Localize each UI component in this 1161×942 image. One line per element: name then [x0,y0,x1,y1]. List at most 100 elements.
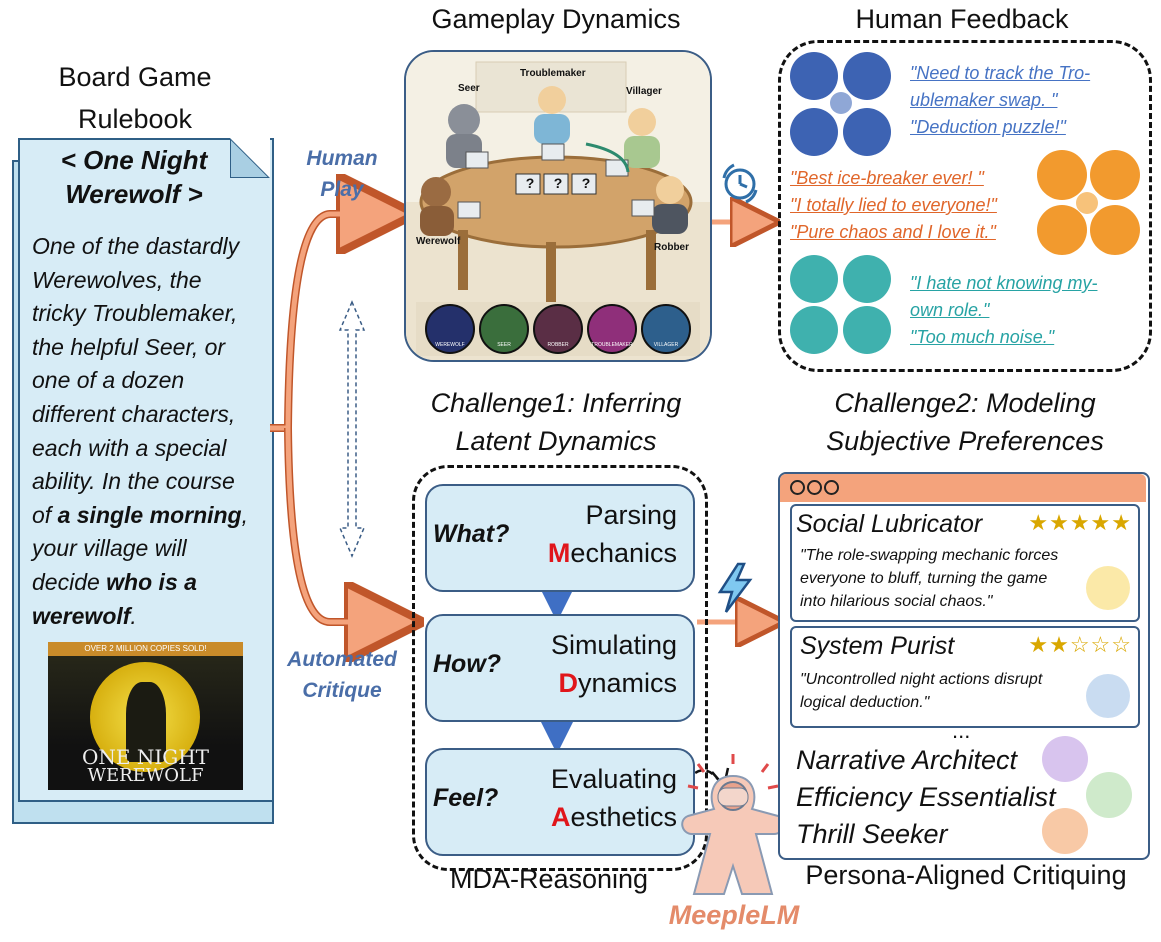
center-card [515,173,541,195]
quote-line: "The role-swapping mechanic forces [800,547,1059,564]
mda-caption: MDA-Reasoning [449,864,649,894]
feedback-panel [778,40,1152,372]
double-arrow-dashed [338,300,366,558]
role-card [541,143,565,161]
window-dot-icon[interactable] [824,480,839,495]
step-object: Aesthetics [551,802,677,833]
user-avatar-icon [843,52,891,100]
user-avatar-icon [790,255,838,303]
table-leg [546,242,556,312]
feedback-blue-group: "Need to track the Tro- ublemaker swap. … [910,60,1090,141]
user-avatar-icon [1037,205,1087,255]
page-fold-icon [230,138,270,178]
rule-text: , [241,501,248,528]
rule-line: of a single morning, [32,499,270,533]
automated-critique-label: Automated Critique [272,644,412,706]
game-name: < One Night Werewolf > [24,143,244,211]
automated-line2: Critique [302,679,382,702]
challenge2-line1: Challenge2: Modeling [834,388,1096,418]
stopwatch-icon [1086,772,1132,818]
role-label-troublemaker: Troublemaker [520,68,586,79]
persona-narrative-architect: Narrative Architect [796,745,1018,775]
feedback-title: Human Feedback [855,4,1069,34]
rule-text: decide [32,568,107,595]
human-play-line1: Human [306,147,378,170]
cover-title-line1: ONE NIGHT [81,745,209,769]
challenge1-line1: Challenge1: Inferring [430,388,682,418]
center-card-label: ? [525,175,535,191]
rule-line: different characters, [32,400,236,427]
feedback-quote: own role." [910,300,990,320]
feedback-quote: ublemaker swap. " [910,90,1058,110]
persona-name: System Purist [800,632,955,660]
persona-efficiency-essentialist: Efficiency Essentialist [796,782,1056,812]
feedback-teal-group: "I hate not knowing my- own role." "Too … [910,270,1097,351]
step-question: How? [433,650,502,678]
chat-bubbles-icon [1086,566,1130,610]
robber-token [533,304,583,354]
token-label: SEER [497,342,511,348]
step-object: Dynamics [558,668,677,699]
cover-title-line2: WEREWOLF [87,765,204,786]
feedback-quote: "Best ice-breaker ever! " [790,168,984,188]
rule-bold-text: werewolf [32,602,131,629]
rule-line: the helpful Seer, or [32,333,226,360]
stopwatch-icon [722,163,758,204]
cover-banner: OVER 2 MILLION COPIES SOLD! [48,642,243,656]
persona-ellipsis: ... [952,718,971,743]
feedback-quote: "Deduction puzzle!" [910,117,1066,137]
book-icon [1042,736,1088,782]
rule-line: One of the dastardly [32,233,240,259]
rule-line: ability. In the course [32,468,235,495]
rule-line: each with a special [32,434,227,461]
gear-icon [1086,674,1130,718]
window-dot-icon[interactable] [807,480,822,495]
persona-quote: "The role-swapping mechanic forces every… [800,544,1058,613]
rule-text: of [32,501,58,528]
role-label-robber: Robber [654,242,689,253]
dice-icon [1042,808,1088,854]
role-label-villager: Villager [626,86,662,97]
token-label: VILLAGER [653,342,679,348]
mda-step-aesthetics: Feel? Evaluating Aesthetics [425,748,695,856]
star-rating: ★★☆☆☆ [1028,632,1132,657]
table-leg [646,230,656,290]
step-question: Feel? [433,784,499,812]
window-dot-icon[interactable] [790,480,805,495]
user-avatar-icon [790,306,838,354]
center-card-label: ? [581,175,591,191]
token-label: WEREWOLF [435,342,465,348]
mda-step-dynamics: How? Simulating Dynamics [425,614,695,722]
swap-arrow [585,142,630,173]
rule-line: werewolf. [32,600,270,634]
step-object: Mechanics [548,538,677,569]
step-rest: echanics [570,538,677,568]
meeple-name: MeepleLM [668,900,800,930]
persona-name: Social Lubricator [796,510,983,538]
feedback-quote: "I totally lied to everyone!" [790,195,997,215]
rule-line: your village will [32,535,187,562]
rule-bold-text: who is a [106,568,197,595]
step-rest: esthetics [570,802,677,832]
werewolf-token [425,304,475,354]
user-avatar-icon [843,108,891,156]
role-label-werewolf: Werewolf [416,236,461,247]
role-card [631,199,655,217]
troublemaker-figure [538,86,566,114]
user-avatar-icon [790,52,838,100]
gameplay-title: Gameplay Dynamics [431,4,681,34]
star-rating: ★★★★★ [1028,510,1132,535]
rule-line: decide who is a [32,566,270,600]
user-avatar-icon [1090,150,1140,200]
seer-token [479,304,529,354]
persona-quote: "Uncontrolled night actions disrupt logi… [800,668,1042,714]
feedback-quote: "Need to track the Tro- [910,63,1091,83]
challenge1-line2: Latent Dynamics [455,426,657,456]
automated-line1: Automated [287,648,397,671]
persona-thrill-seeker: Thrill Seeker [796,819,948,849]
feedback-orange-group: "Best ice-breaker ever! " "I totally lie… [790,165,997,246]
rulebook-title: Board Game Rulebook [20,56,250,140]
feedback-quote: "Too much noise." [910,327,1055,347]
challenge2-line2: Subjective Preferences [826,426,1104,456]
quote-line: logical deduction." [800,694,930,711]
